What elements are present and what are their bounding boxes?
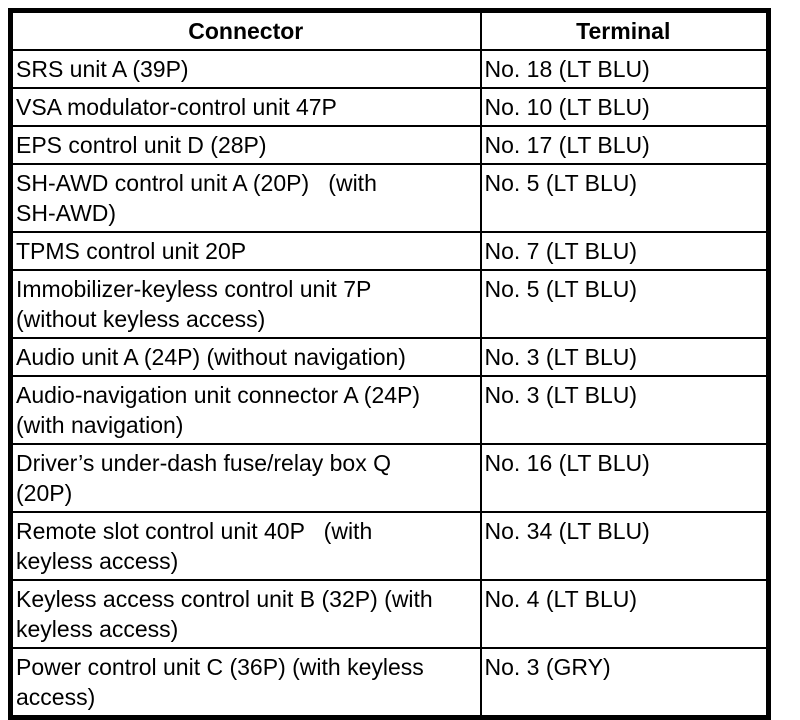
terminal-cell: No. 16 (LT BLU) <box>479 443 770 513</box>
terminal-cell: No. 3 (GRY) <box>479 647 770 719</box>
connector-cell: VSA modulator-control unit 47P <box>9 87 482 127</box>
terminal-cell: No. 3 (LT BLU) <box>479 337 770 377</box>
table-body: SRS unit A (39P) No. 18 (LT BLU) VSA mod… <box>9 49 770 719</box>
connector-cell: Keyless access control unit B (32P) (wit… <box>9 579 482 649</box>
page: Connector Terminal SRS unit A (39P) No. … <box>8 8 771 720</box>
table-row: SRS unit A (39P) No. 18 (LT BLU) <box>9 49 770 89</box>
table-row: Keyless access control unit B (32P) (wit… <box>9 579 770 649</box>
terminal-column-header: Terminal <box>479 9 770 51</box>
connector-cell: Power control unit C (36P) (with keyless… <box>9 647 482 719</box>
terminal-cell: No. 10 (LT BLU) <box>479 87 770 127</box>
connector-column-header: Connector <box>9 9 482 51</box>
table-row: SH-AWD control unit A (20P) (with SH-AWD… <box>9 163 770 233</box>
connector-cell: SH-AWD control unit A (20P) (with SH-AWD… <box>9 163 482 233</box>
header-row: Connector Terminal <box>9 9 770 51</box>
connector-cell: EPS control unit D (28P) <box>9 125 482 165</box>
terminal-cell: No. 7 (LT BLU) <box>479 231 770 271</box>
connector-cell: Driver’s under-dash fuse/relay box Q (20… <box>9 443 482 513</box>
terminal-cell: No. 5 (LT BLU) <box>479 269 770 339</box>
terminal-cell: No. 5 (LT BLU) <box>479 163 770 233</box>
terminal-cell: No. 4 (LT BLU) <box>479 579 770 649</box>
connector-terminal-table: Connector Terminal SRS unit A (39P) No. … <box>8 8 771 720</box>
table-row: VSA modulator-control unit 47P No. 10 (L… <box>9 87 770 127</box>
connector-cell: Remote slot control unit 40P (with keyle… <box>9 511 482 581</box>
terminal-cell: No. 34 (LT BLU) <box>479 511 770 581</box>
table-row: Audio-navigation unit connector A (24P) … <box>9 375 770 445</box>
table-row: Remote slot control unit 40P (with keyle… <box>9 511 770 581</box>
connector-cell: TPMS control unit 20P <box>9 231 482 271</box>
table-row: Driver’s under-dash fuse/relay box Q (20… <box>9 443 770 513</box>
terminal-cell: No. 17 (LT BLU) <box>479 125 770 165</box>
terminal-cell: No. 18 (LT BLU) <box>479 49 770 89</box>
table-row: EPS control unit D (28P) No. 17 (LT BLU) <box>9 125 770 165</box>
terminal-cell: No. 3 (LT BLU) <box>479 375 770 445</box>
table-row: Audio unit A (24P) (without navigation) … <box>9 337 770 377</box>
table-row: TPMS control unit 20P No. 7 (LT BLU) <box>9 231 770 271</box>
table-row: Immobilizer-keyless control unit 7P (wit… <box>9 269 770 339</box>
connector-cell: Audio-navigation unit connector A (24P) … <box>9 375 482 445</box>
table-row: Power control unit C (36P) (with keyless… <box>9 647 770 719</box>
connector-cell: SRS unit A (39P) <box>9 49 482 89</box>
connector-cell: Audio unit A (24P) (without navigation) <box>9 337 482 377</box>
connector-cell: Immobilizer-keyless control unit 7P (wit… <box>9 269 482 339</box>
